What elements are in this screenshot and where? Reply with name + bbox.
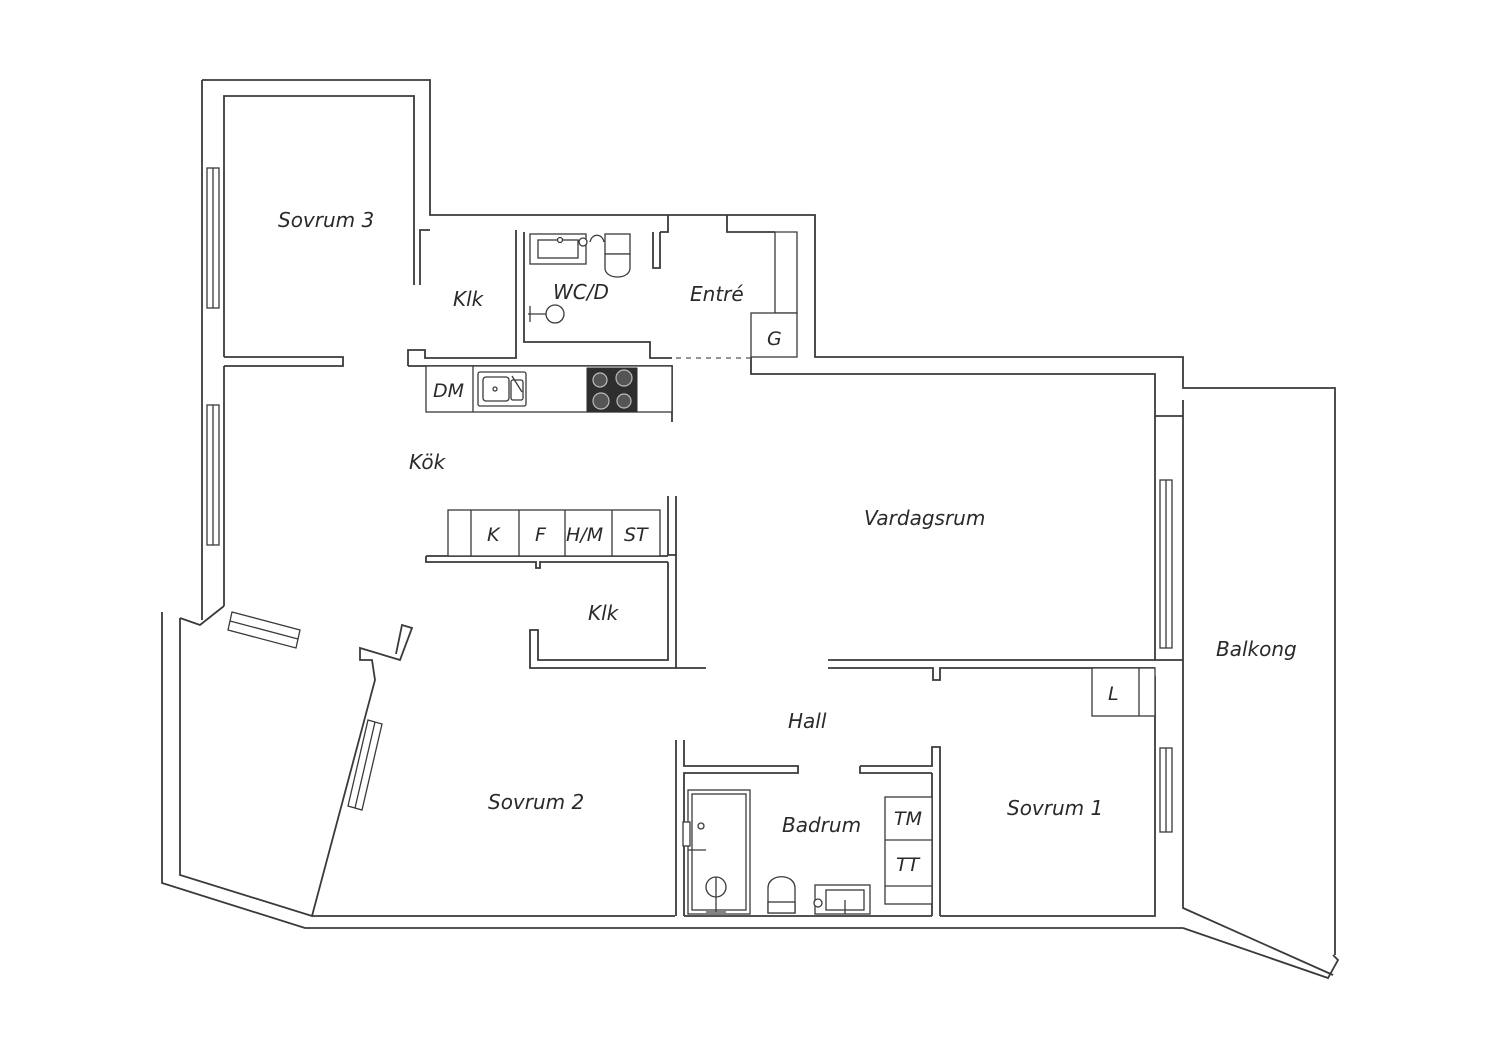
entry-wardrobe	[750, 231, 798, 358]
room-label-hall: Hall	[788, 709, 827, 733]
unit-label-linne: L	[1108, 683, 1119, 705]
unit-label-frys: F	[535, 524, 547, 546]
room-label-sovrum-3: Sovrum 3	[278, 208, 374, 232]
windows	[206, 167, 1173, 833]
kitchen-counter-top	[425, 365, 673, 413]
room-label-klk-mid: Klk	[588, 601, 620, 625]
room-label-kok: Kök	[409, 450, 447, 474]
room-label-sovrum-2: Sovrum 2	[488, 790, 584, 814]
unit-label-kyl: K	[487, 524, 501, 546]
room-label-entre: Entré	[690, 282, 744, 306]
unit-label-diskmaskin: DM	[433, 380, 464, 402]
outer-walls	[161, 79, 1340, 980]
linen-closet	[1091, 667, 1156, 717]
unit-label-garderob: G	[767, 328, 782, 350]
room-label-balkong: Balkong	[1216, 637, 1297, 661]
wc-fixtures	[528, 233, 631, 324]
room-label-klk-top: Klk	[453, 287, 485, 311]
room-label-wc: WC/D	[553, 280, 609, 304]
unit-label-st: ST	[624, 524, 649, 546]
unit-label-tt: TT	[896, 854, 921, 876]
room-label-badrum: Badrum	[782, 813, 861, 837]
kitchen-appliance-row	[447, 509, 661, 557]
bathroom-fixtures	[682, 789, 933, 915]
unit-label-tm: TM	[894, 808, 922, 830]
unit-label-hm: H/M	[566, 524, 603, 546]
room-label-vardagsrum: Vardagsrum	[864, 506, 985, 530]
room-label-sovrum-1: Sovrum 1	[1007, 796, 1103, 820]
